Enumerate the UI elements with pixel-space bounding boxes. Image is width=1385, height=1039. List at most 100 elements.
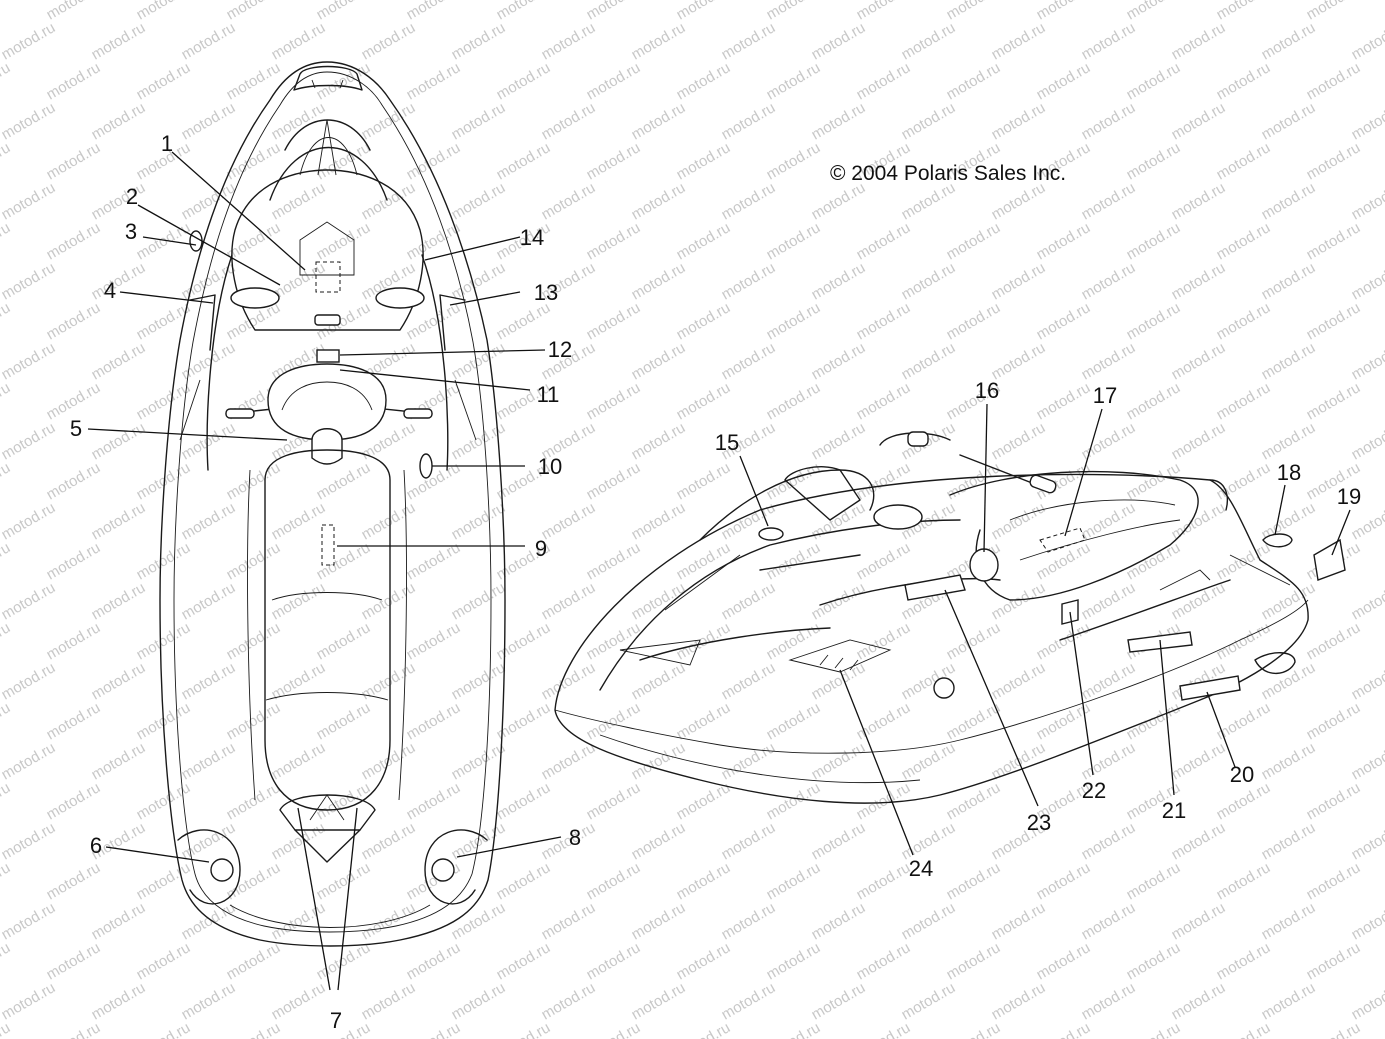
watermark-text: motod.ru xyxy=(0,819,58,863)
watermark-text: motod.ru xyxy=(584,0,644,23)
watermark-text: motod.ru xyxy=(359,579,419,623)
watermark-text: motod.ru xyxy=(629,419,689,463)
watermark-text: motod.ru xyxy=(449,499,509,543)
watermark-text: motod.ru xyxy=(854,459,914,503)
watermark-text: motod.ru xyxy=(989,339,1049,383)
watermark-text: motod.ru xyxy=(89,499,149,543)
watermark-text: motod.ru xyxy=(0,0,13,23)
watermark-text: motod.ru xyxy=(629,99,689,143)
watermark-text: motod.ru xyxy=(539,499,599,543)
watermark-text: motod.ru xyxy=(1349,739,1385,783)
watermark-text: motod.ru xyxy=(1124,699,1184,743)
watermark-text: motod.ru xyxy=(134,539,194,583)
watermark-text: motod.ru xyxy=(1214,59,1274,103)
watermark-text: motod.ru xyxy=(1259,899,1319,943)
watermark-text: motod.ru xyxy=(1079,339,1139,383)
watermark-text: motod.ru xyxy=(539,19,599,63)
watermark-text: motod.ru xyxy=(1124,59,1184,103)
watermark-text: motod.ru xyxy=(719,899,779,943)
watermark-text: motod.ru xyxy=(1034,939,1094,983)
watermark-text: motod.ru xyxy=(1079,739,1139,783)
watermark-text: motod.ru xyxy=(269,979,329,1023)
watermark-text: motod.ru xyxy=(134,1019,194,1039)
watermark-text: motod.ru xyxy=(854,59,914,103)
watermark-text: motod.ru xyxy=(629,339,689,383)
watermark-text: motod.ru xyxy=(1214,939,1274,983)
watermark-text: motod.ru xyxy=(1034,219,1094,263)
watermark-text: motod.ru xyxy=(359,179,419,223)
watermark-text: motod.ru xyxy=(809,499,869,543)
watermark-text: motod.ru xyxy=(0,939,13,983)
watermark-text: motod.ru xyxy=(0,19,58,63)
watermark-text: motod.ru xyxy=(224,459,284,503)
watermark-text: motod.ru xyxy=(629,979,689,1023)
watermark-text: motod.ru xyxy=(584,59,644,103)
watermark-text: motod.ru xyxy=(1259,179,1319,223)
watermark-text: motod.ru xyxy=(674,1019,734,1039)
watermark-text: motod.ru xyxy=(944,219,1004,263)
watermark-text: motod.ru xyxy=(989,659,1049,703)
watermark-text: motod.ru xyxy=(539,739,599,783)
watermark-text: motod.ru xyxy=(0,779,13,823)
watermark-text: motod.ru xyxy=(89,419,149,463)
watermark-text: motod.ru xyxy=(1214,1019,1274,1039)
watermark-text: motod.ru xyxy=(539,899,599,943)
watermark-text: motod.ru xyxy=(1259,819,1319,863)
watermark-text: motod.ru xyxy=(989,499,1049,543)
callout-11: 11 xyxy=(537,382,560,407)
watermark-text: motod.ru xyxy=(674,139,734,183)
watermark-text: motod.ru xyxy=(854,699,914,743)
watermark-text: motod.ru xyxy=(989,899,1049,943)
watermark-text: motod.ru xyxy=(134,0,194,23)
watermark-text: motod.ru xyxy=(719,819,779,863)
watermark-text: motod.ru xyxy=(809,819,869,863)
watermark-text: motod.ru xyxy=(719,979,779,1023)
watermark-text: motod.ru xyxy=(674,299,734,343)
watermark-text: motod.ru xyxy=(359,19,419,63)
watermark-text: motod.ru xyxy=(1079,899,1139,943)
watermark-text: motod.ru xyxy=(1349,179,1385,223)
watermark-text: motod.ru xyxy=(674,379,734,423)
watermark-text: motod.ru xyxy=(674,939,734,983)
watermark-text: motod.ru xyxy=(1034,59,1094,103)
watermark-text: motod.ru xyxy=(0,299,13,343)
watermark-text: motod.ru xyxy=(89,259,149,303)
watermark-text: motod.ru xyxy=(359,819,419,863)
watermark-text: motod.ru xyxy=(44,139,104,183)
watermark-text: motod.ru xyxy=(269,179,329,223)
watermark-text: motod.ru xyxy=(314,0,374,23)
callout-24: 24 xyxy=(909,856,933,881)
watermark-text: motod.ru xyxy=(0,179,58,223)
watermark-text: motod.ru xyxy=(989,419,1049,463)
watermark-text: motod.ru xyxy=(0,979,58,1023)
watermark-text: motod.ru xyxy=(494,619,554,663)
callout-5: 5 xyxy=(70,416,82,441)
watermark-text: motod.ru xyxy=(134,619,194,663)
watermark-text: motod.ru xyxy=(89,339,149,383)
watermark-text: motod.ru xyxy=(584,219,644,263)
watermark-text: motod.ru xyxy=(1349,419,1385,463)
watermark-text: motod.ru xyxy=(944,939,1004,983)
watermark-text: motod.ru xyxy=(179,739,239,783)
watermark-text: motod.ru xyxy=(1214,699,1274,743)
watermark-text: motod.ru xyxy=(584,459,644,503)
watermark-text: motod.ru xyxy=(854,939,914,983)
watermark-text: motod.ru xyxy=(674,219,734,263)
watermark-text: motod.ru xyxy=(1304,939,1364,983)
watermark-text: motod.ru xyxy=(584,939,644,983)
watermark-text: motod.ru xyxy=(449,179,509,223)
watermark-text: motod.ru xyxy=(1169,179,1229,223)
callout-3: 3 xyxy=(125,219,137,244)
watermark-text: motod.ru xyxy=(314,859,374,903)
watermark-text: motod.ru xyxy=(1079,19,1139,63)
watermark-text: motod.ru xyxy=(1304,59,1364,103)
watermark-text: motod.ru xyxy=(629,899,689,943)
watermark-text: motod.ru xyxy=(0,739,58,783)
watermark-text: motod.ru xyxy=(854,539,914,583)
watermark-text: motod.ru xyxy=(1214,379,1274,423)
watermark-text: motod.ru xyxy=(539,659,599,703)
callout-20: 20 xyxy=(1230,762,1254,787)
callout-6: 6 xyxy=(90,833,102,858)
watermark-text: motod.ru xyxy=(449,979,509,1023)
watermark-text: motod.ru xyxy=(629,19,689,63)
